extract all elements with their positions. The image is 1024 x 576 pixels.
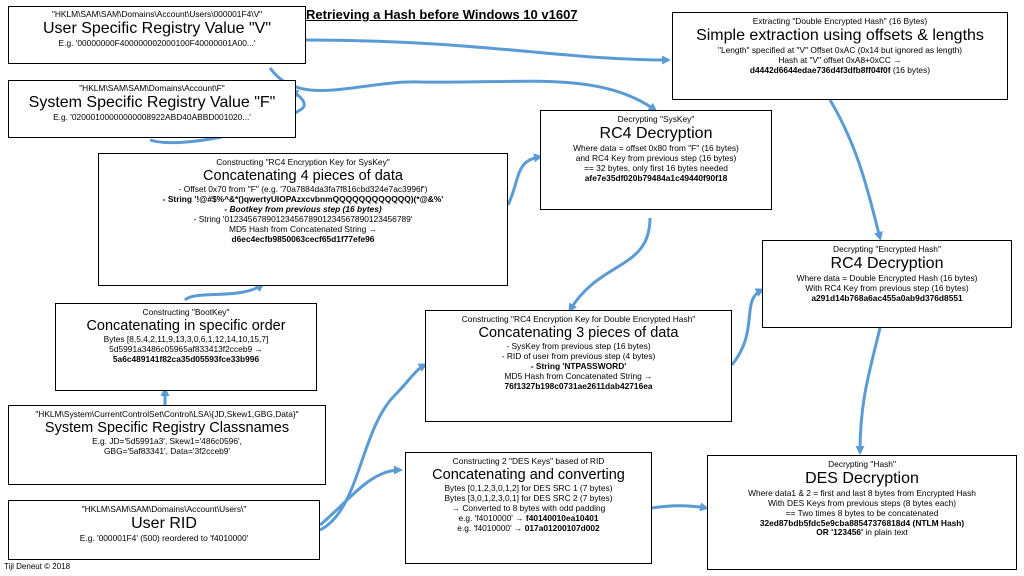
detail-line: Bytes [8,5,4,2,11,9,13,3,0,6,1,12,14,10,… <box>103 334 269 345</box>
arrow-deskeys-to-des <box>651 502 709 512</box>
des-keys-box: Constructing 2 "DES Keys" based of RID C… <box>405 452 652 564</box>
detail-line: - String '012345678901234567890123456789… <box>193 213 413 224</box>
arrow-rc4hashkey-to-rc4dec <box>730 288 765 366</box>
registry-path: "HKLM\SAM\SAM\Domains\Account\Users\" <box>81 504 247 514</box>
des-decryption-box: Decrypting "Hash" DES Decryption Where d… <box>707 455 1017 570</box>
rc4-syskey-decryption-box: Decrypting "SysKey" RC4 Decryption Where… <box>540 110 772 210</box>
detail-line: - String 'NTPASSWORD' <box>530 360 627 371</box>
box-heading: System Specific Registry Classnames <box>44 419 290 436</box>
box-heading: RC4 Decryption <box>599 124 713 142</box>
arrow-rc4key-to-syskey <box>506 153 543 206</box>
example-text: e.g. 'f4010000' → <box>458 512 524 523</box>
detail-line: - String '!@#$%^&*()qwertyUIOPAzxcvbnmQQ… <box>162 193 444 204</box>
box-caption: Constructing 2 "DES Keys" based of RID <box>452 456 605 466</box>
result-hash: f40140010ea10401 <box>525 512 599 523</box>
detail-line: Where data = offset 0x80 from "F" (16 by… <box>573 142 739 153</box>
box-heading: Concatenating 4 pieces of data <box>203 167 403 184</box>
result-suffix: (16 bytes) <box>892 64 931 75</box>
arrow-extract-to-rc4dec <box>828 99 883 241</box>
arrow-v-to-syskey <box>268 67 658 112</box>
result-suffix: in plain text <box>865 527 908 538</box>
detail-line: - Offset 0x70 from "F" (e.g. '70a7884da3… <box>178 184 428 195</box>
arrow-rid-to-deskeys <box>319 465 403 527</box>
detail-line: and RC4 Key from previous step (16 bytes… <box>575 152 737 163</box>
detail-line: MD5 Hash from Concatenated String → <box>228 223 378 234</box>
user-registry-value-v-box: "HKLM\SAM\SAM\Domains\Account\Users\0000… <box>8 6 306 64</box>
result-row: 32ed87bdb5fdc5e9cba88547376818d4 (NTLM H… <box>708 517 1016 529</box>
example-text: e.g. 'f4010000' → <box>457 522 523 533</box>
arrow-bootkey-to-rc4key <box>183 283 265 302</box>
detail-line: Where data1 & 2 = first and last 8 bytes… <box>748 487 976 498</box>
box-heading: Concatenating and converting <box>432 466 625 483</box>
detail-line: "Length" specified at "V" Offset 0xAC (0… <box>717 44 963 55</box>
detail-line: MD5 Hash from Concatenated String → <box>504 370 653 381</box>
box-heading: DES Decryption <box>805 469 919 487</box>
arrow-syskey-to-rc4hashkey <box>568 217 652 313</box>
box-caption: Decrypting "Hash" <box>828 459 896 469</box>
result-hash: d6ec4ecfb9850063cecf65d1f77efe96 <box>231 233 375 244</box>
result-hash: 5a6c489141f82ca35d05593fce33b996 <box>112 353 260 364</box>
detail-line: == 32 bytes, only first 16 bytes needed <box>584 162 728 173</box>
detail-line: - Bootkey from previous step (16 bytes) <box>224 203 382 214</box>
detail-line: - RID of user from previous step (4 byte… <box>501 350 656 361</box>
example-text: E.g. '00000000F400000002000100F40000001A… <box>58 37 256 48</box>
detail-line: Bytes [0,1,2,3,0,1,2] for DES SRC 1 (7 b… <box>444 483 613 494</box>
result-row: e.g. 'f4010000' → 017a01200107d002 <box>406 522 651 534</box>
detail-line: With RC4 Key from previous step (16 byte… <box>805 282 969 293</box>
result-row: e.g. 'f4010000' → f40140010ea10401 <box>406 512 651 524</box>
registry-path: "HKLM\SAM\SAM\Domains\Account\Users\0000… <box>51 9 263 19</box>
box-heading: User RID <box>131 514 197 532</box>
rc4-hash-decryption-box: Decrypting "Encrypted Hash" RC4 Decrypti… <box>762 240 1012 328</box>
detail-line: E.g. JD='5d5991a3', Skew1='486c0596', <box>92 436 242 447</box>
result-hash: 76f1327b198c0731ae2611dab42716ea <box>504 380 653 391</box>
box-heading: Concatenating in specific order <box>86 317 286 334</box>
result-hash: d4442d6644edae736d4f3dfb8ff04f0f <box>749 64 891 75</box>
detail-line: With DES Keys from previous steps (8 byt… <box>767 497 957 508</box>
box-heading: Simple extraction using offsets & length… <box>696 26 984 44</box>
extract-double-encrypted-hash-box: Extracting "Double Encrypted Hash" (16 B… <box>672 12 1008 100</box>
detail-line: 5d5991a3486c05965af833413f2cceb9 → <box>109 343 263 354</box>
result-hash: 017a01200107d002 <box>524 522 600 533</box>
diagram-title: Retrieving a Hash before Windows 10 v160… <box>306 7 578 22</box>
result-hash: 32ed87bdb5fdc5e9cba88547376818d4 <box>759 517 911 528</box>
result-row: OR '123456' in plain text <box>708 527 1016 538</box>
detail-line: Bytes [3,0,1,2,3,0,1] for DES SRC 2 (7 b… <box>444 492 613 503</box>
detail-line: Hash at "V" offset 0xA8+0xCC → <box>778 54 902 65</box>
box-caption: Decrypting "Encrypted Hash" <box>833 244 941 254</box>
box-heading: Concatenating 3 pieces of data <box>478 324 679 341</box>
box-caption: Decrypting "SysKey" <box>617 114 695 124</box>
example-text: E.g. '000001F4' (500) reordered to 'f401… <box>79 532 249 543</box>
box-caption: Constructing "BootKey" <box>142 307 230 317</box>
box-caption: Extracting "Double Encrypted Hash" (16 B… <box>752 16 928 26</box>
registry-path: "HKLM\SAM\SAM\Domains\Account\F" <box>79 83 225 93</box>
detail-line: GBG='5af83341', Data='3f2cceb9' <box>103 445 231 456</box>
arrow-rid-to-rc4hashkey <box>319 363 428 532</box>
bootkey-box: Constructing "BootKey" Concatenating in … <box>55 303 317 391</box>
detail-line: Where data = Double Encrypted Hash (16 b… <box>796 272 978 283</box>
example-text: E.g. '02000100000000008922ABD40ABBD00102… <box>53 111 251 122</box>
box-caption: Constructing "RC4 Encryption Key for Dou… <box>461 314 696 324</box>
detail-line: - SysKey from previous step (16 bytes) <box>506 341 651 352</box>
arrow-rc4dec-to-des <box>855 327 882 455</box>
box-heading: User Specific Registry Value "V" <box>42 19 272 37</box>
system-registry-value-f-box: "HKLM\SAM\SAM\Domains\Account\F" System … <box>8 80 296 138</box>
registry-classnames-box: "HKLM\System\CurrentControlSet\Control\L… <box>8 405 326 485</box>
result-hash: a291d14b768a6ac455a0ab9d376d8551 <box>811 292 963 303</box>
rc4-hash-key-box: Constructing "RC4 Encryption Key for Dou… <box>425 310 732 422</box>
box-heading: RC4 Decryption <box>830 254 944 272</box>
result-suffix: (NTLM Hash) <box>912 517 965 528</box>
author-credit: Tijl Deneut © 2018 <box>4 562 71 571</box>
detail-line: → Converted to 8 bytes with odd padding <box>451 502 606 513</box>
user-rid-box: "HKLM\SAM\SAM\Domains\Account\Users\" Us… <box>8 500 320 560</box>
registry-path: "HKLM\System\CurrentControlSet\Control\L… <box>35 409 299 419</box>
box-heading: System Specific Registry Value "F" <box>28 93 276 111</box>
detail-line: == Two times 8 bytes to be concatenated <box>785 507 939 518</box>
rc4-syskey-key-box: Constructing "RC4 Encryption Key for Sys… <box>98 153 508 286</box>
arrow-v-to-extract <box>305 38 671 65</box>
result-row: d4442d6644edae736d4f3dfb8ff04f0f (16 byt… <box>673 64 1007 76</box>
box-caption: Constructing "RC4 Encryption Key for Sys… <box>216 157 390 167</box>
result-hash: afe7e35df020b79484a1c49440f90f18 <box>584 172 728 183</box>
plaintext-password: OR '123456' <box>816 527 864 538</box>
